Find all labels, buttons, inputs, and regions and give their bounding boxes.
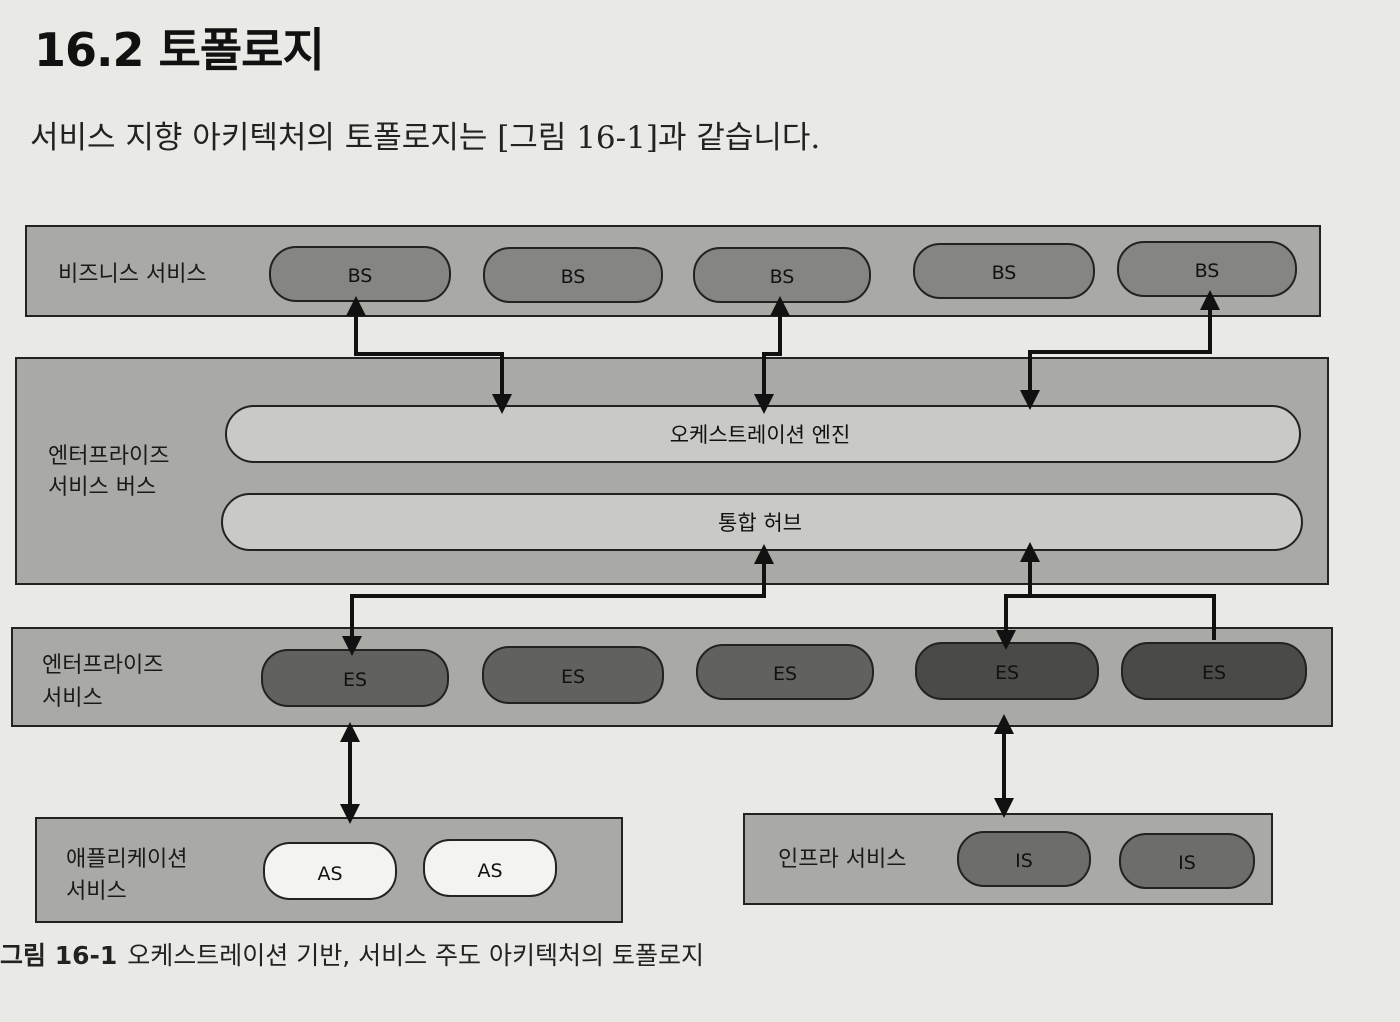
figure-caption: 그림 16-1 오케스트레이션 기반, 서비스 주도 아키텍처의 토폴로지: [0, 936, 704, 972]
business-service-3: BS: [693, 247, 871, 303]
svg-text:AS: AS: [317, 863, 342, 885]
svg-text:IS: IS: [1015, 850, 1033, 872]
application-layer-label-line2: 서비스: [66, 879, 127, 904]
integration-hub-label: 통합 허브: [718, 511, 802, 535]
svg-text:IS: IS: [1178, 852, 1196, 874]
svg-text:ES: ES: [343, 669, 367, 691]
business-service-2: BS: [483, 247, 663, 303]
figure-caption-text: 오케스트레이션 기반, 서비스 주도 아키텍처의 토폴로지: [127, 941, 704, 970]
connector-bs5-orchestration: [1020, 290, 1220, 410]
svg-text:BS: BS: [992, 262, 1017, 284]
application-service-2: AS: [423, 839, 557, 897]
svg-text:BS: BS: [561, 266, 586, 288]
business-layer-label: 비즈니스 서비스: [58, 262, 207, 287]
connector-hub-es4: [996, 542, 1040, 650]
infrastructure-service-1: IS: [957, 831, 1091, 887]
es-row: ES ES ES ES ES: [261, 642, 1307, 707]
application-service-1: AS: [263, 842, 397, 900]
enterprise-service-3: ES: [696, 644, 874, 700]
svg-text:ES: ES: [773, 663, 797, 685]
enterprise-service-4: ES: [915, 642, 1099, 700]
svg-text:BS: BS: [1195, 260, 1220, 282]
infrastructure-service-2: IS: [1119, 833, 1255, 889]
svg-text:BS: BS: [348, 265, 373, 287]
section-title: 16.2 토폴로지: [34, 23, 325, 77]
integration-hub: 통합 허브: [221, 493, 1303, 551]
figure-number: 그림 16-1: [0, 941, 118, 970]
infrastructure-layer-label: 인프라 서비스: [778, 847, 906, 872]
connector-hub-es1: [342, 544, 774, 656]
business-service-5: BS: [1117, 241, 1297, 297]
intro-paragraph: 서비스 지향 아키텍처의 토폴로지는 [그림 16-1]과 같습니다.: [30, 120, 821, 156]
svg-text:ES: ES: [995, 662, 1019, 684]
enterprise-layer-label-line2: 서비스: [42, 686, 103, 711]
esb-layer-label-line2: 서비스 버스: [48, 475, 156, 500]
business-service-1: BS: [269, 246, 451, 302]
connector-bs1-orchestration: [346, 296, 512, 414]
connector-bs3-orchestration: [754, 296, 790, 414]
enterprise-service-5: ES: [1121, 642, 1307, 700]
svg-text:ES: ES: [1202, 662, 1226, 684]
enterprise-layer-label-line1: 엔터프라이즈: [42, 653, 163, 678]
connector-es4-es5: [1030, 594, 1216, 640]
orchestration-engine-label: 오케스트레이션 엔진: [670, 423, 851, 447]
svg-text:BS: BS: [770, 266, 795, 288]
orchestration-engine: 오케스트레이션 엔진: [225, 405, 1301, 463]
svg-text:ES: ES: [561, 666, 585, 688]
business-service-4: BS: [913, 243, 1095, 299]
bs-row: BS BS BS BS BS: [269, 241, 1297, 303]
application-layer-label-line1: 애플리케이션: [66, 847, 187, 872]
enterprise-service-1: ES: [261, 649, 449, 707]
svg-text:AS: AS: [477, 860, 502, 882]
esb-layer-label-line1: 엔터프라이즈: [48, 444, 169, 469]
enterprise-service-2: ES: [482, 646, 664, 704]
